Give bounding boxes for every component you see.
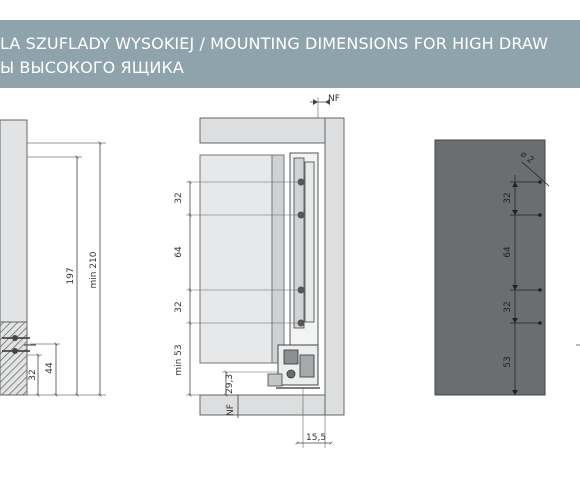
dim-label-nf-bottom: NF	[226, 404, 236, 416]
left-hatched-section	[0, 321, 28, 396]
dim-label-min-53: min 53	[174, 344, 184, 375]
dim-label-nf-top: NF	[328, 94, 340, 104]
left-fittings	[2, 335, 36, 354]
runner-mechanism	[267, 344, 320, 389]
dim-label-64: 64	[174, 246, 184, 258]
fixing-holes	[510, 180, 542, 395]
cabinet-top-panel	[199, 117, 326, 144]
dim-label-197: 197	[66, 267, 76, 284]
drawer-front-panel	[434, 139, 546, 396]
dim-label-53: 53	[503, 356, 513, 367]
left-view: min 210 197 44 32	[0, 119, 106, 397]
cabinet-bottom-panel	[199, 394, 326, 416]
dim-label-32-top: 32	[503, 192, 513, 203]
dim-label-32-mid: 32	[174, 301, 184, 312]
title-line-1: LA SZUFLADY WYSOKIEJ / MOUNTING DIMENSIO…	[0, 34, 548, 53]
dim-label-15-5: 15,5	[306, 433, 326, 443]
dim-label-32-mid: 32	[503, 301, 513, 312]
drawer-front	[199, 154, 273, 364]
dim-label-64: 64	[503, 246, 513, 258]
cabinet-side-panel	[324, 117, 345, 416]
dim-label-32-top: 32	[174, 192, 184, 203]
dim-label-29-3: 29,3	[225, 374, 235, 394]
middle-view: 32 64 32 min 53 29,3 NF NF 15,5	[174, 94, 345, 448]
diameter-leader	[521, 161, 550, 187]
dim-label-32: 32	[28, 369, 38, 380]
dim-label-min-210: min 210	[89, 251, 99, 288]
title-banner: LA SZUFLADY WYSOKIEJ / MOUNTING DIMENSIO…	[0, 20, 580, 88]
runner-profile	[293, 157, 305, 329]
title-line-2: Ы ВЫСОКОГО ЯЩИКА	[0, 58, 184, 77]
drawer-front-edge	[271, 154, 285, 364]
dim-label-44: 44	[45, 362, 55, 374]
right-view: ⌀ 2 32 64 32 53	[434, 139, 580, 396]
